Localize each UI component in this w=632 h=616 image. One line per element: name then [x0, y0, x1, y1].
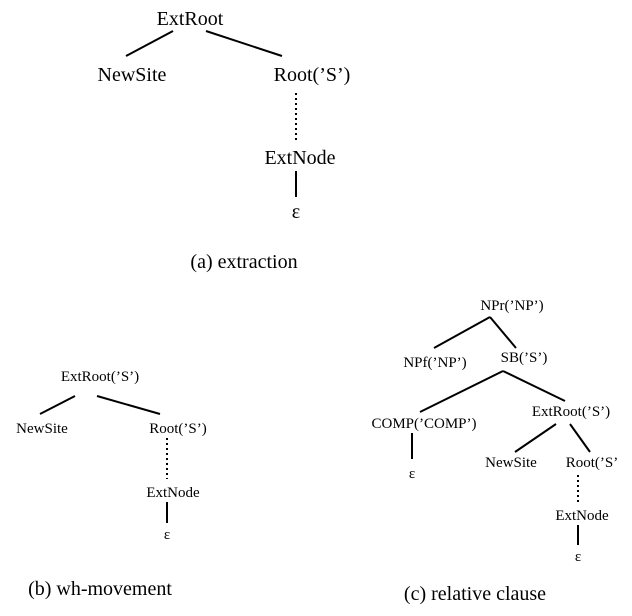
edge-c-npr-npf: [433, 316, 491, 349]
node-a-epsilon: ε: [292, 201, 300, 223]
edge-c-sb-extroot: [502, 370, 566, 402]
node-c-root: Root(’S’: [566, 455, 619, 471]
node-c-comp: COMP(’COMP’): [371, 416, 476, 432]
tree-a: ExtRoot NewSite Root(’S’) ExtNode ε (a) …: [98, 8, 351, 273]
tree-b: ExtRoot(’S’) NewSite Root(’S’) ExtNode ε…: [16, 369, 207, 600]
edge-c-sb-comp: [419, 370, 504, 413]
node-b-newsite: NewSite: [16, 421, 68, 437]
edge-c-extroot-root: [569, 423, 591, 453]
node-a-extroot: ExtRoot: [157, 8, 224, 30]
node-c-comp-epsilon: ε: [409, 466, 415, 482]
edge-c-extroot-newsite: [514, 423, 557, 453]
caption-b: (b) wh-movement: [28, 578, 172, 600]
node-c-extnode: ExtNode: [555, 508, 609, 524]
node-b-extroot: ExtRoot(’S’): [61, 369, 139, 385]
tree-c: NPr(’NP’) NPf(’NP’) SB(’S’) COMP(’COMP’)…: [371, 298, 618, 605]
node-a-extnode: ExtNode: [264, 147, 335, 169]
node-c-npf: NPf(’NP’): [403, 355, 466, 371]
node-c-epsilon: ε: [575, 549, 581, 565]
node-b-extnode: ExtNode: [146, 485, 200, 501]
edge-a-root-root: [205, 30, 283, 57]
node-b-root: Root(’S’): [149, 421, 207, 437]
node-c-newsite: NewSite: [485, 455, 537, 471]
node-c-extroot: ExtRoot(’S’): [532, 404, 610, 420]
edge-c-npr-sb: [489, 316, 517, 349]
edge-b-root-newsite: [39, 395, 76, 415]
edge-a-root-newsite: [125, 30, 174, 57]
node-c-sb: SB(’S’): [501, 350, 548, 366]
node-a-root: Root(’S’): [274, 64, 351, 86]
caption-a: (a) extraction: [190, 251, 297, 273]
node-c-npr: NPr(’NP’): [480, 298, 543, 314]
edge-b-root-root: [96, 395, 161, 415]
node-b-epsilon: ε: [164, 527, 170, 543]
caption-c: (c) relative clause: [404, 583, 546, 605]
node-a-newsite: NewSite: [98, 64, 167, 86]
